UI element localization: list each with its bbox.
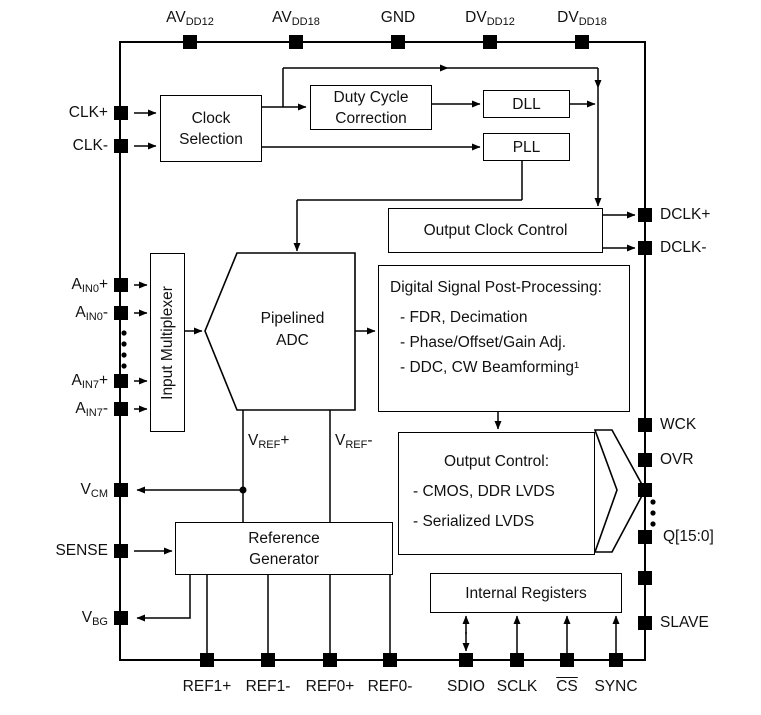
pin-squares: [114, 35, 652, 667]
block-output-control: Output Control: - CMOS, DDR LVDS - Seria…: [398, 432, 595, 555]
dsp-item: - Phase/Offset/Gain Adj.: [400, 334, 566, 351]
block-dsp: Digital Signal Post-Processing: - FDR, D…: [378, 265, 630, 412]
output-control-item: - Serialized LVDS: [413, 513, 535, 530]
pin-label-ref1-plus: REF1+: [182, 678, 232, 695]
pin-label-ref1-minus: REF1-: [245, 678, 291, 695]
pin-label-ovr: OVR: [660, 451, 694, 468]
block-reference-generator: Reference Generator: [175, 522, 393, 575]
pin-label-clk-plus: CLK+: [68, 104, 108, 121]
net-label-vref-minus: VREF-: [335, 432, 373, 451]
block-pll: PLL: [483, 133, 570, 161]
block-internal-registers: Internal Registers: [430, 573, 622, 613]
output-control-title: Output Control:: [443, 453, 550, 470]
pin-label-gnd: GND: [380, 9, 416, 26]
dsp-item: - DDC, CW Beamforming¹: [400, 359, 580, 376]
pin-label-vbg: VBG: [81, 609, 108, 628]
dsp-title: Digital Signal Post-Processing:: [390, 279, 602, 296]
pin-label-sclk: SCLK: [496, 678, 538, 695]
pin-label-avdd12: AVDD12: [166, 9, 214, 28]
block-dll: DLL: [483, 90, 570, 118]
input-multiplexer-label: Input Multiplexer: [158, 285, 176, 400]
block-duty-cycle-correction: Duty Cycle Correction: [310, 85, 432, 130]
pin-label-ain7-minus: AIN7-: [75, 400, 108, 419]
pipelined-adc-shape: [204, 252, 356, 411]
pin-label-avdd18: AVDD18: [272, 9, 320, 28]
pin-label-sense: SENSE: [55, 542, 108, 559]
pipelined-adc-label: Pipelined ADC: [260, 310, 325, 349]
pin-label-dvdd18: DVDD18: [557, 9, 607, 28]
pin-label-clk-minus: CLK-: [72, 137, 108, 154]
pin-label-ref0-plus: REF0+: [305, 678, 355, 695]
pin-label-slave: SLAVE: [660, 614, 709, 631]
pin-label-dclk-plus: DCLK+: [660, 206, 711, 223]
pin-label-sdio: SDIO: [447, 678, 485, 695]
output-bus-arrow: [593, 429, 646, 553]
pin-label-vcm: VCM: [80, 481, 108, 500]
block-output-clock-control: Output Clock Control: [388, 208, 603, 253]
pin-label-ref0-minus: REF0-: [367, 678, 413, 695]
wires: [134, 64, 636, 653]
pin-label-wck: WCK: [660, 416, 697, 433]
pin-label-ain0-minus: AIN0-: [75, 304, 108, 323]
pin-label-q-bus: Q[15:0]: [663, 528, 714, 545]
pin-label-sync: SYNC: [594, 678, 638, 695]
output-control-item: - CMOS, DDR LVDS: [413, 483, 555, 500]
pin-label-dvdd12: DVDD12: [465, 9, 515, 28]
block-clock-selection: Clock Selection: [160, 95, 262, 162]
pin-label-ain7-plus: AIN7+: [71, 372, 108, 391]
net-label-vref-plus: VREF+: [248, 432, 290, 451]
block-input-multiplexer: Input Multiplexer: [150, 253, 185, 432]
pin-label-dclk-minus: DCLK-: [660, 239, 707, 256]
chip-outline: [119, 41, 646, 661]
dsp-item: - FDR, Decimation: [400, 309, 528, 326]
pin-label-ain0-plus: AIN0+: [71, 276, 108, 295]
ellipsis-dots: [121, 330, 656, 527]
pin-label-cs-bar: CS: [556, 678, 578, 695]
